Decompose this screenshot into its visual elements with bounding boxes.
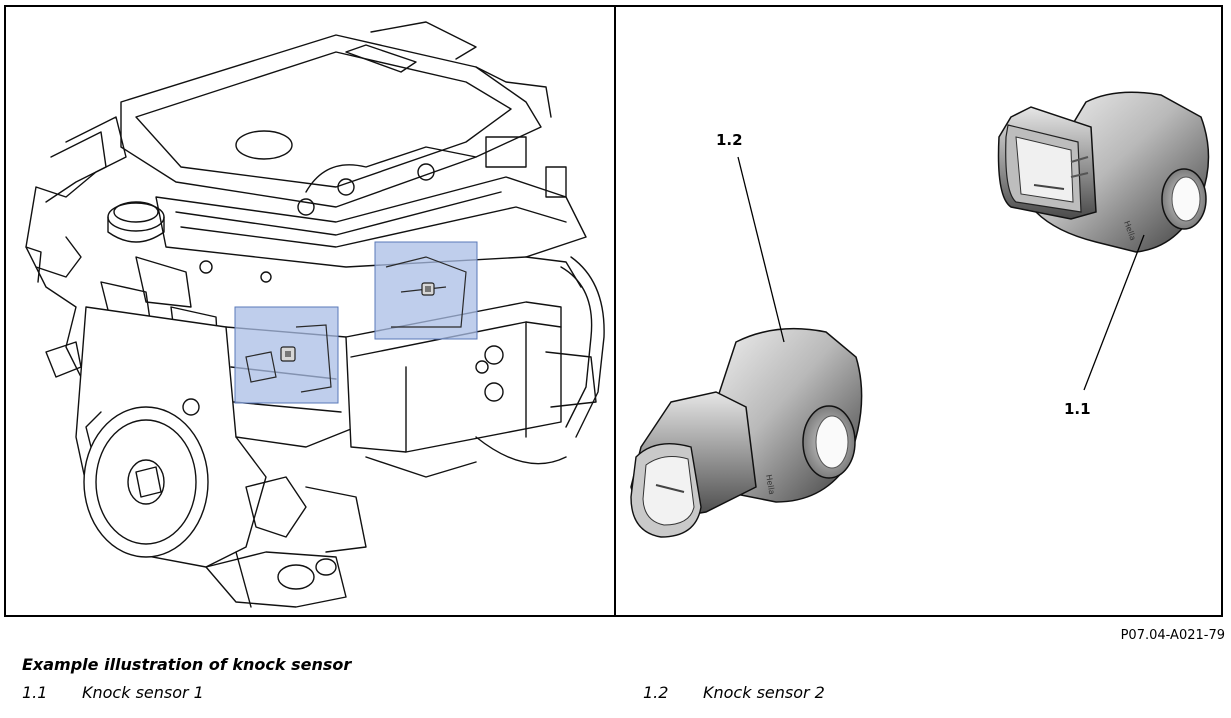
svg-text:Hella: Hella bbox=[764, 474, 776, 496]
legend-label: Knock sensor 1 bbox=[82, 683, 204, 702]
callout-1-2: 1.2 bbox=[716, 131, 743, 149]
legend-item: 1.1 Knock sensor 1 bbox=[22, 683, 204, 702]
sensor-marker-2 bbox=[280, 346, 296, 362]
sensor-illustration-panel: Hella Hella 1.2 1.1 bbox=[616, 7, 1221, 615]
panel-divider bbox=[614, 7, 616, 615]
knock-sensor-2: Hella bbox=[630, 327, 863, 538]
figure-id: P07.04-A021-79 bbox=[1120, 628, 1225, 643]
knock-sensor-1: Hella bbox=[997, 91, 1210, 253]
legend-number: 1.1 bbox=[22, 683, 48, 702]
legend-label: Knock sensor 2 bbox=[703, 683, 825, 702]
figure-frame: Hella Hella 1.2 1.1 bbox=[4, 5, 1223, 617]
leader-line-1-2 bbox=[737, 156, 785, 343]
sensor-marker-1 bbox=[421, 282, 435, 296]
figure-caption-title: Example illustration of knock sensor bbox=[22, 655, 352, 674]
legend-number: 1.2 bbox=[643, 683, 669, 702]
engine-illustration-panel bbox=[6, 7, 613, 615]
engine-drawing bbox=[25, 21, 605, 608]
leader-line-1-1 bbox=[1083, 234, 1145, 391]
callout-1-1: 1.1 bbox=[1064, 400, 1091, 418]
knock-sensor-drawing: Hella Hella bbox=[630, 91, 1210, 538]
legend-item: 1.2 Knock sensor 2 bbox=[643, 683, 825, 702]
